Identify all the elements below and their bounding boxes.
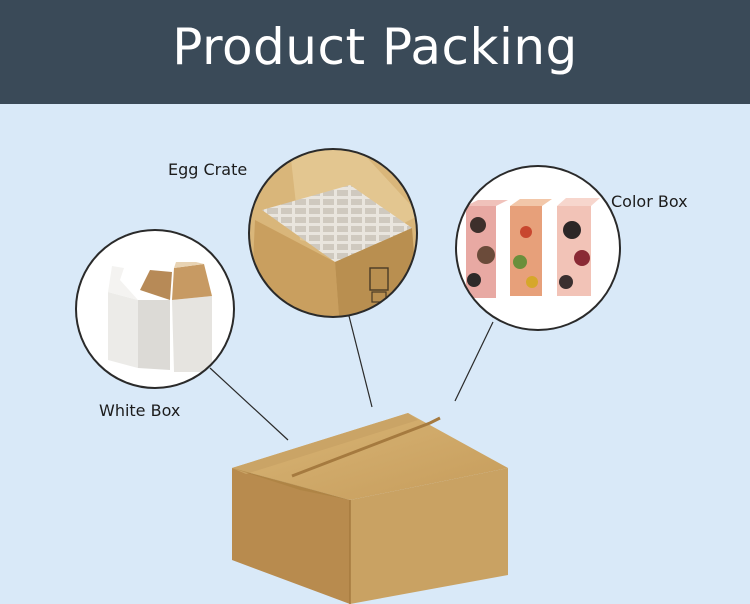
- page-title: Product Packing: [172, 18, 578, 76]
- color-box-image: [455, 165, 621, 331]
- color-box-label: Color Box: [611, 192, 688, 211]
- cardboard-box-illustration: [232, 413, 508, 604]
- connector-egg-crate: [348, 315, 373, 408]
- egg-crate-image: [248, 148, 418, 318]
- white-box-image: [75, 229, 235, 389]
- connector-white-box: [209, 367, 289, 441]
- white-box-label: White Box: [99, 401, 181, 420]
- egg-crate-label: Egg Crate: [168, 160, 248, 179]
- connector-color-box: [454, 321, 494, 402]
- header-banner: Product Packing: [0, 0, 750, 104]
